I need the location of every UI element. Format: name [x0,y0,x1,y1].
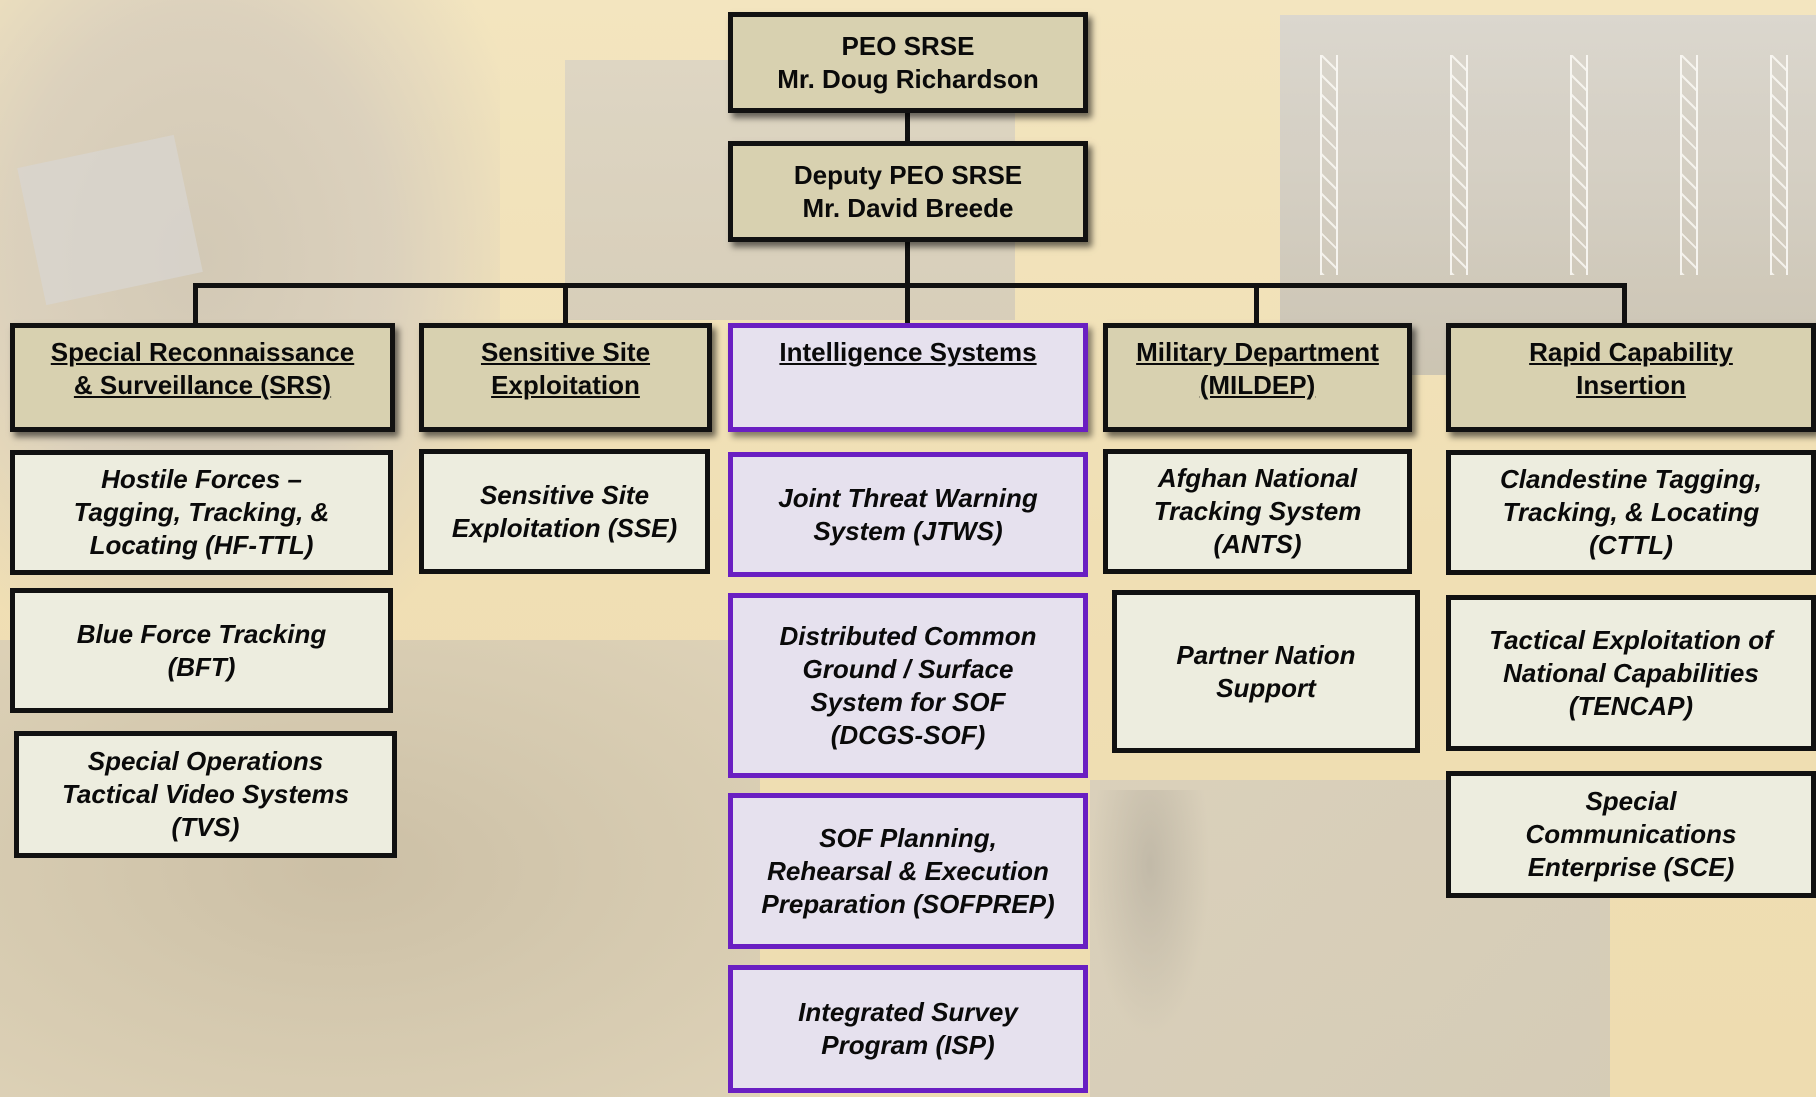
program-sofprep: SOF Planning, Rehearsal & Execution Prep… [728,793,1088,949]
program-bft: Blue Force Tracking (BFT) [10,588,393,713]
division-rci-header: Rapid Capability Insertion [1446,323,1816,432]
connector-rci [1622,283,1627,323]
connector-srs [193,283,198,323]
deputy-peo-box: Deputy PEO SRSE Mr. David Breede [728,141,1088,242]
peo-box: PEO SRSE Mr. Doug Richardson [728,12,1088,113]
background-photo-soldiers [0,640,760,1097]
program-sce: Special Communications Enterprise (SCE) [1446,771,1816,898]
program-partner-nation-support: Partner Nation Support [1112,590,1420,753]
division-mildep-header: Military Department (MILDEP) [1103,323,1412,432]
connector-deputy-bus [905,240,910,288]
program-hf-ttl: Hostile Forces – Tagging, Tracking, & Lo… [10,450,393,575]
program-tvs: Special Operations Tactical Video System… [14,731,397,858]
connector-peo-deputy [905,110,910,144]
program-ants: Afghan National Tracking System (ANTS) [1103,449,1412,574]
connector-intel [905,283,910,323]
program-dcgs-sof: Distributed Common Ground / Surface Syst… [728,593,1088,778]
program-cttl: Clandestine Tagging, Tracking, & Locatin… [1446,450,1816,575]
connector-mildep [1254,283,1259,323]
program-isp: Integrated Survey Program (ISP) [728,965,1088,1093]
division-srs-header: Special Reconnaissance & Surveillance (S… [10,323,395,432]
division-sse-header: Sensitive Site Exploitation [419,323,712,432]
division-intel-header: Intelligence Systems [728,323,1088,432]
connector-horizontal-bus [193,283,1627,288]
program-sse: Sensitive Site Exploitation (SSE) [419,449,710,574]
background-photo-antenna-towers [1280,15,1816,375]
background-photo-soldier-device [1090,790,1210,1040]
program-tencap: Tactical Exploitation of National Capabi… [1446,595,1816,751]
connector-sse [563,283,568,323]
program-jtws: Joint Threat Warning System (JTWS) [728,452,1088,577]
